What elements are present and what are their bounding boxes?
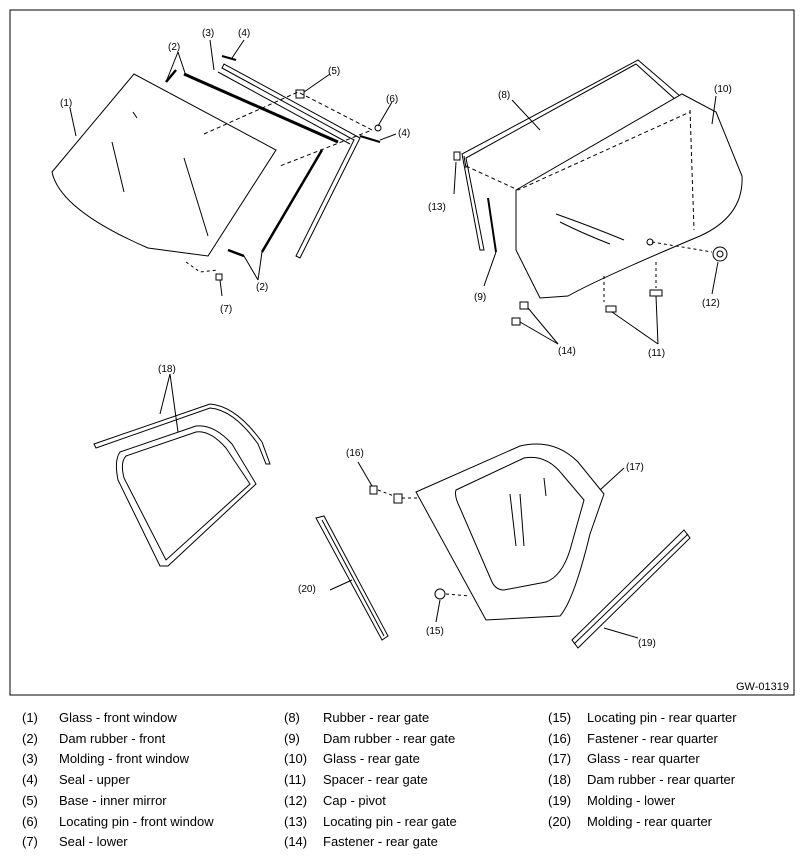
legend-label: Seal - lower (59, 834, 128, 850)
front-window-group (51, 39, 397, 297)
legend-number: (11) (284, 772, 307, 788)
legend-number: (8) (284, 710, 300, 725)
locating-pin-rear-quarter (434, 588, 446, 600)
legend-label: Base - inner mirror (59, 792, 167, 808)
legend-label: Spacer - rear gate (323, 772, 428, 788)
rear-gate-locating-pin (453, 151, 461, 161)
fastener-rear-gate-b (511, 317, 521, 326)
legend-label: Glass - rear gate (323, 751, 420, 767)
fastener-rear-quarter-a (369, 485, 378, 495)
figure-frame (9, 9, 795, 696)
dam-rubber-loop (115, 425, 257, 567)
legend-label: Locating pin - rear gate (323, 813, 457, 829)
parts-legend: (1) Glass - front window (2) Dam rubber - … (0, 708, 804, 858)
legend-label: Dam rubber - rear gate (323, 730, 456, 746)
legend-label: Molding - front window (59, 751, 190, 767)
legend-label: Dam rubber - front (59, 730, 166, 746)
legend-label: Glass - rear quarter (587, 751, 700, 767)
legend-number: (20) (548, 813, 572, 829)
rear-gate-rubber (461, 59, 681, 251)
callout-14: (14) (558, 346, 576, 357)
callout-2-top: (2) (168, 42, 180, 53)
front-glass (51, 73, 277, 257)
legend-number: (15) (548, 710, 572, 725)
diagram-canvas: (1) (2) (3) (4) (5) (6) (4) (2) (7) (8) … (9, 9, 795, 696)
rear-gate-dam-rubber (487, 197, 497, 253)
callout-2-bottom: (2) (256, 282, 268, 293)
mirror-base (295, 89, 305, 99)
seal-lower (215, 273, 223, 281)
legend-number: (5) (22, 792, 38, 808)
callout-1: (1) (60, 98, 72, 109)
front-dam-rubber-side (260, 149, 324, 253)
legend-number: (10) (284, 751, 308, 767)
rear-quarter-glass (415, 443, 605, 621)
seal-upper-a (221, 55, 237, 61)
pivot-cap (712, 246, 728, 262)
legend-label: Dam rubber - rear quarter (587, 772, 736, 788)
legend-number: (9) (284, 730, 300, 746)
legend-label: Cap - pivot (323, 792, 386, 808)
legend-label: Rubber - rear gate (323, 710, 430, 725)
legend-number: (4) (22, 772, 38, 788)
locating-pin-front (374, 124, 382, 132)
callout-7: (7) (220, 304, 232, 315)
spacer-a (605, 305, 617, 313)
callout-12: (12) (702, 298, 720, 309)
callout-6: (6) (386, 94, 398, 105)
rear-gate-glass (515, 93, 743, 299)
legend-label: Seal - upper (59, 772, 130, 788)
callout-18: (18) (158, 364, 176, 375)
molding-lower (571, 529, 691, 649)
callout-5: (5) (328, 66, 340, 77)
legend-number: (13) (284, 813, 308, 829)
rear-quarter-dam-rubber-group (93, 373, 271, 567)
molding-rear-quarter (315, 515, 389, 641)
spacer-b (649, 289, 663, 297)
legend-number: (1) (22, 710, 38, 725)
legend-label: Molding - lower (587, 792, 676, 808)
callout-3: (3) (202, 28, 214, 39)
rear-gate-group (453, 59, 743, 345)
callout-8: (8) (498, 90, 510, 101)
figure-id: GW-01319 (736, 681, 789, 693)
legend-number: (16) (548, 730, 572, 746)
legend-label: Glass - front window (59, 710, 177, 725)
seal-upper-b (359, 135, 381, 143)
callout-17: (17) (626, 462, 644, 473)
legend-number: (7) (22, 834, 38, 850)
callout-20: (20) (298, 584, 316, 595)
legend-label: Molding - rear quarter (587, 813, 712, 829)
dam-rubber-strip (93, 403, 271, 465)
legend-number: (6) (22, 813, 38, 829)
legend-label: Fastener - rear gate (323, 834, 438, 850)
callout-10: (10) (714, 84, 732, 95)
callout-19: (19) (638, 638, 656, 649)
callout-13: (13) (428, 202, 446, 213)
legend-number: (12) (284, 792, 308, 808)
callout-9: (9) (474, 292, 486, 303)
legend-label: Locating pin - front window (59, 813, 214, 829)
legend-number: (19) (548, 792, 572, 808)
front-dam-rubber-upper (183, 72, 339, 144)
callout-16: (16) (346, 448, 364, 459)
legend-number: (14) (284, 834, 308, 850)
legend-label: Fastener - rear quarter (587, 730, 718, 746)
callout-15: (15) (426, 626, 444, 637)
exploded-diagram: (1) (2) (3) (4) (5) (6) (4) (2) (7) (8) … (9, 9, 795, 696)
legend-number: (3) (22, 751, 38, 767)
callout-11: (11) (648, 348, 665, 359)
legend-number: (18) (548, 772, 572, 788)
fastener-rear-gate-a (519, 301, 529, 310)
fastener-rear-quarter-b (393, 493, 403, 504)
legend-number: (17) (548, 751, 572, 767)
callout-4-right: (4) (398, 128, 410, 139)
legend-label: Locating pin - rear quarter (587, 710, 737, 725)
front-molding (221, 63, 361, 259)
legend-number: (2) (22, 730, 38, 746)
callout-4-top: (4) (238, 28, 250, 39)
rear-quarter-group (315, 443, 691, 649)
